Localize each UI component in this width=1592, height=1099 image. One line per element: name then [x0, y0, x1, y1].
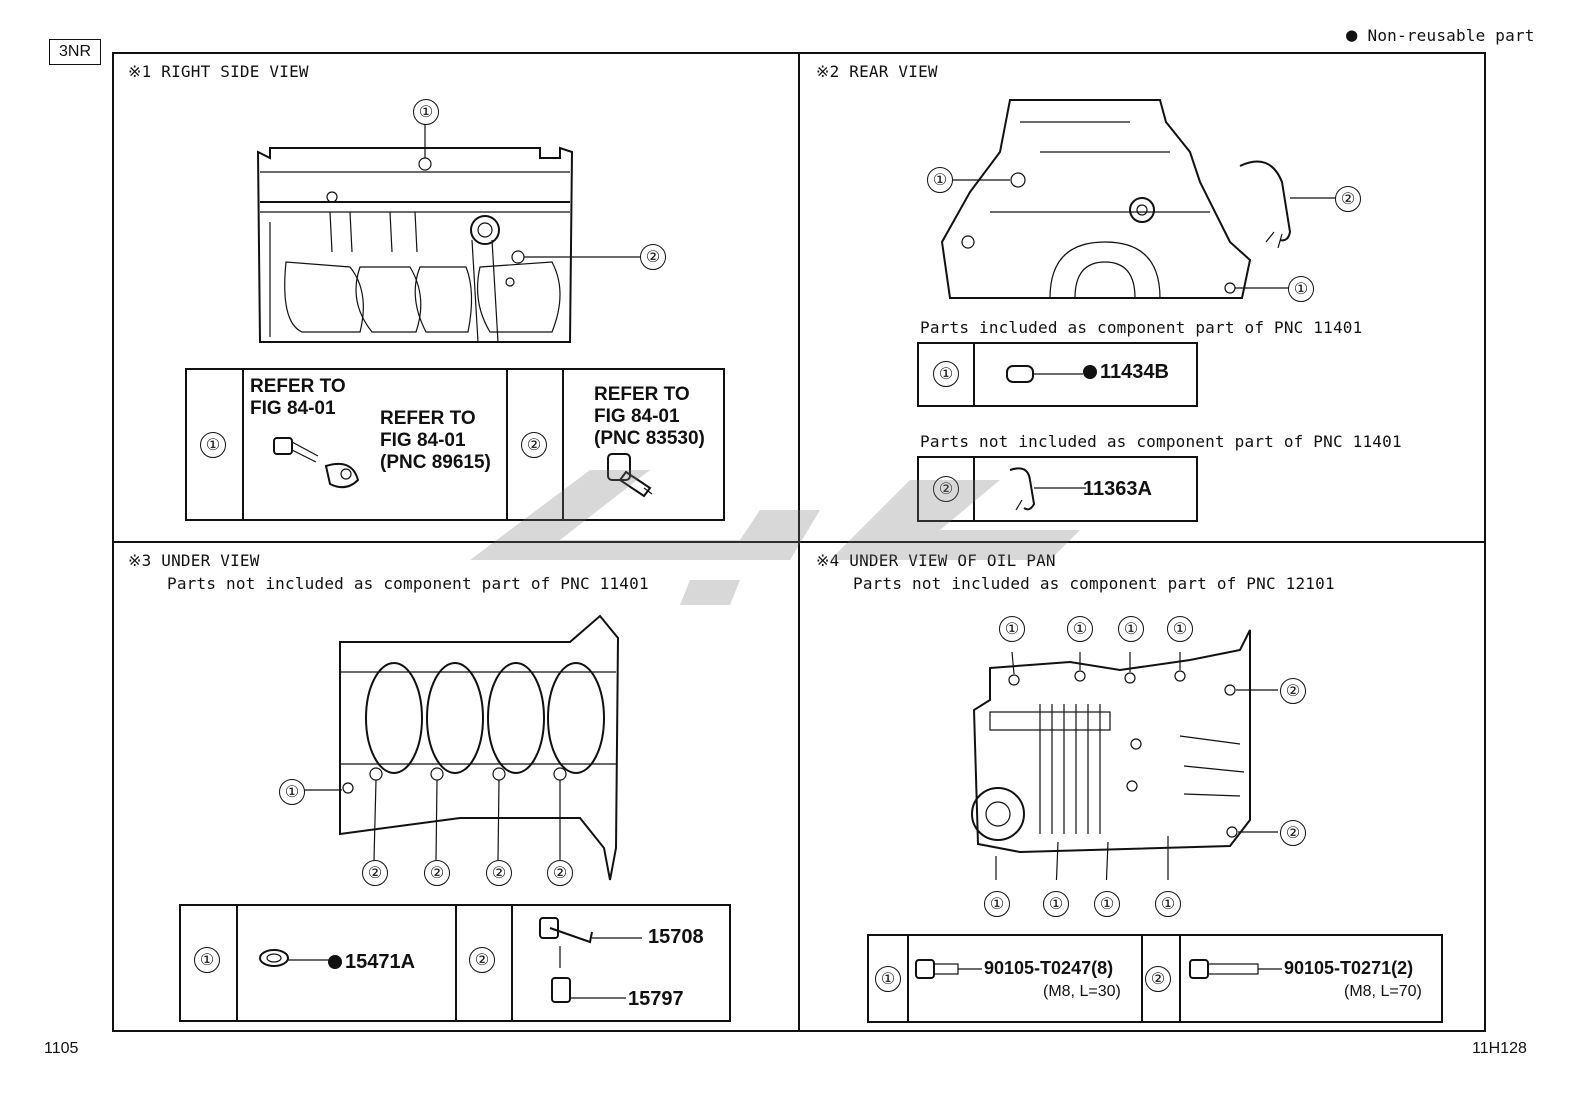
callout-2-right-side: ②	[640, 244, 666, 270]
part-15708: 15708	[648, 926, 704, 948]
refer-note-1: REFER TO FIG 84-01	[250, 376, 346, 419]
part-90105-t0271: 90105-T0271(2)	[1284, 958, 1414, 978]
refer-note-3: REFER TO FIG 84-01 (PNC 83530)	[594, 384, 705, 449]
callout-2a-under: ②	[362, 860, 388, 886]
table-callout-2-right-side: ②	[521, 432, 547, 458]
callout-1b-rear: ①	[1288, 276, 1314, 302]
callout-1h-oil-pan: ①	[1155, 891, 1181, 917]
non-reusable-dot-icon	[1083, 365, 1097, 379]
rear-block-drawing	[940, 99, 1338, 299]
under-note: Parts not included as component part of …	[167, 574, 649, 593]
rear-note-not-included: Parts not included as component part of …	[920, 432, 1402, 451]
callout-2b-oil-pan: ②	[1280, 820, 1306, 846]
callout-2a-oil-pan: ②	[1280, 678, 1306, 704]
refer-note-2: REFER TO FIG 84-01 (PNC 89615)	[380, 408, 491, 473]
bolt-and-bracket-icon	[273, 437, 360, 489]
part-11363a: 11363A	[1083, 478, 1152, 500]
parts-table-rear-1	[917, 342, 1198, 407]
panel-divider-horizontal	[112, 541, 1486, 543]
page-number: 1105	[44, 1040, 79, 1057]
oil-pan-note: Parts not included as component part of …	[853, 574, 1335, 593]
callout-1a-rear: ①	[927, 167, 953, 193]
legend-text: Non-reusable part	[1367, 26, 1535, 45]
right-side-block-drawing	[256, 122, 640, 343]
callout-1-under: ①	[279, 779, 305, 805]
rear-note-included: Parts included as component part of PNC …	[920, 318, 1363, 337]
long-bolt-icon	[1189, 959, 1282, 979]
panel-title-oil-pan: ※4 UNDER VIEW OF OIL PAN	[816, 551, 1056, 570]
callout-2c-under: ②	[486, 860, 512, 886]
parts-table-under	[179, 904, 731, 1022]
callout-1d-oil-pan: ①	[1167, 616, 1193, 642]
part-15471a: 15471A	[328, 951, 415, 974]
under-block-drawing	[304, 614, 620, 881]
callout-1g-oil-pan: ①	[1094, 891, 1120, 917]
callout-1-right-side: ①	[413, 99, 439, 125]
callout-2d-under: ②	[547, 860, 573, 886]
spec-90105-t0271: (M8, L=70)	[1344, 983, 1422, 1000]
table-callout-2-under: ②	[469, 947, 495, 973]
callout-1c-oil-pan: ①	[1118, 616, 1144, 642]
seal-retainer-icon	[1009, 467, 1086, 511]
panel-title-under: ※3 UNDER VIEW	[128, 551, 260, 570]
callout-1b-oil-pan: ①	[1067, 616, 1093, 642]
watermark-logo	[470, 470, 1080, 605]
knock-pin-icon	[1006, 365, 1083, 383]
parts-table-oil-pan	[867, 934, 1443, 1023]
parts-table-right-side	[185, 368, 725, 521]
table-callout-1-right-side: ①	[200, 432, 226, 458]
callout-1f-oil-pan: ①	[1043, 891, 1069, 917]
panel-title-rear: ※2 REAR VIEW	[816, 62, 938, 81]
oil-jet-plug-icon	[259, 949, 330, 967]
non-reusable-dot-icon	[328, 955, 342, 969]
oil-nozzle-and-bolt-icon	[539, 917, 642, 1003]
part-11434b: 11434B	[1083, 361, 1169, 384]
table-callout-2-oil-pan: ②	[1145, 966, 1171, 992]
callout-2-rear: ②	[1335, 186, 1361, 212]
part-90105-t0247: 90105-T0247(8)	[984, 958, 1114, 978]
callout-1e-oil-pan: ①	[984, 891, 1010, 917]
callout-2b-under: ②	[424, 860, 450, 886]
legend: ● Non-reusable part	[1346, 24, 1535, 46]
table-callout-1-under: ①	[194, 947, 220, 973]
oil-pan-drawing	[971, 629, 1278, 880]
oil-pressure-switch-icon	[607, 453, 653, 498]
part-15797: 15797	[628, 988, 684, 1010]
parts-table-rear-2	[917, 456, 1198, 522]
engine-code-tag: 3NR	[49, 39, 101, 65]
callout-1a-oil-pan: ①	[999, 616, 1025, 642]
table-callout-2-rear: ②	[933, 476, 959, 502]
short-bolt-icon	[915, 959, 982, 979]
table-callout-1-oil-pan: ①	[875, 966, 901, 992]
table-callout-1-rear: ①	[933, 361, 959, 387]
spec-90105-t0247: (M8, L=30)	[1043, 983, 1121, 1000]
panel-title-right-side: ※1 RIGHT SIDE VIEW	[128, 62, 309, 81]
legend-dot-icon: ●	[1346, 24, 1358, 46]
figure-id: 11H128	[1472, 1040, 1527, 1057]
